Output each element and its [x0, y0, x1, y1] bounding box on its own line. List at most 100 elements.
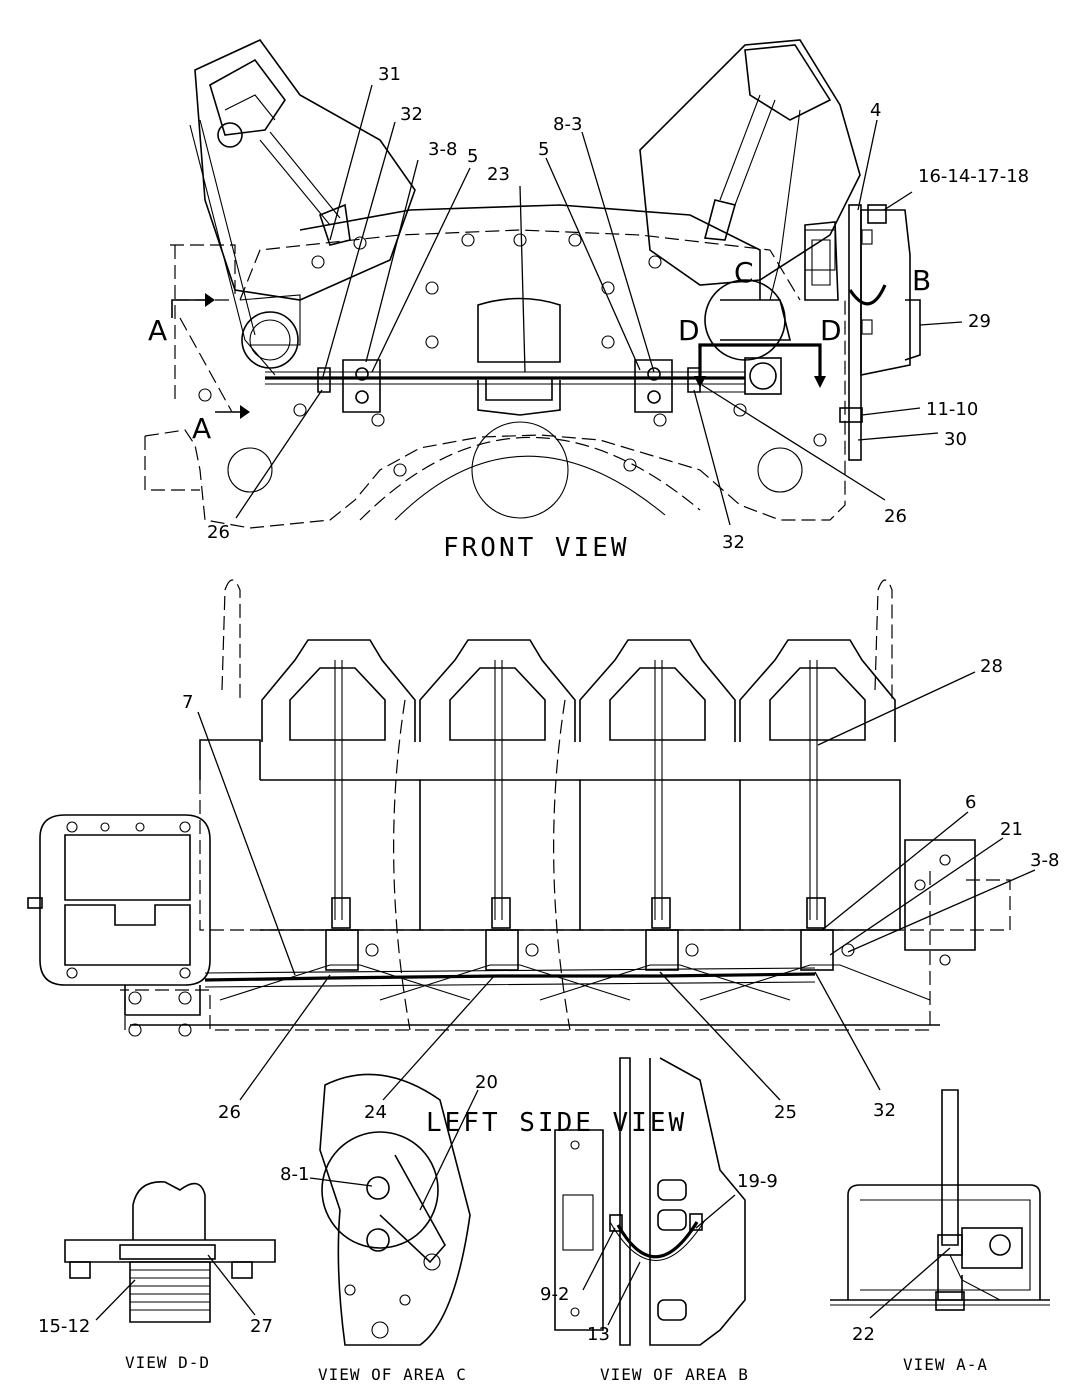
- callout-32-side: 32: [873, 1100, 896, 1121]
- section-a-label-top: A: [148, 314, 167, 347]
- callout-9-2: 9-2: [540, 1284, 569, 1305]
- callout-7: 7: [182, 692, 193, 713]
- side-leaders: [197, 671, 1036, 1101]
- control-box: [860, 209, 911, 376]
- left-cylinder-head: [189, 38, 416, 376]
- nut-stack: [867, 204, 887, 224]
- plug-body: [132, 1181, 206, 1240]
- connector-shroud: [379, 1154, 446, 1264]
- section-a-label-bottom: A: [192, 412, 211, 445]
- crank-hub: [471, 421, 569, 519]
- callout-31: 31: [378, 64, 401, 85]
- callout-19-9: 19-9: [737, 1171, 778, 1192]
- cover-lower: [477, 380, 561, 416]
- view-area-b-title: VIEW OF AREA B: [600, 1365, 749, 1384]
- callout-26-left: 26: [207, 522, 230, 543]
- callout-24: 24: [364, 1102, 387, 1123]
- block-top-edge: [239, 229, 801, 301]
- callout-25: 25: [774, 1102, 797, 1123]
- aa-cover: [847, 1184, 1041, 1300]
- callout-26-side: 26: [218, 1102, 241, 1123]
- callout-22: 22: [852, 1324, 875, 1345]
- bore-circle: [321, 1131, 439, 1249]
- view-area-c-title: VIEW OF AREA C: [318, 1365, 467, 1384]
- ground-strap: [848, 284, 887, 306]
- connector-mount: [704, 279, 786, 361]
- callout-6: 6: [965, 792, 976, 813]
- ecm-module: [27, 814, 211, 1037]
- callout-30: 30: [944, 429, 967, 450]
- callout-32-top: 32: [400, 104, 423, 125]
- front-view-title: FRONT VIEW: [443, 533, 630, 563]
- view-a-a-title: VIEW A-A: [903, 1355, 988, 1374]
- view-d-d: [64, 1181, 276, 1323]
- callout-3-8-front: 3-8: [428, 139, 457, 160]
- callout-5-left: 5: [467, 146, 478, 167]
- housing-plate: [319, 1073, 471, 1346]
- view-d-d-title: VIEW D-D: [125, 1353, 210, 1372]
- block-bolts: [198, 233, 827, 493]
- callout-23: 23: [487, 164, 510, 185]
- harness-rail-edges: [265, 371, 745, 385]
- ecm-bracket: [124, 985, 201, 1016]
- aa-clip: [961, 1227, 1023, 1269]
- left-side-view-title: LEFT SIDE VIEW: [426, 1108, 687, 1138]
- block-outline: [144, 300, 846, 529]
- threaded-body: [129, 1261, 211, 1323]
- block-outline-side: [199, 780, 1011, 931]
- callout-26-right: 26: [884, 506, 907, 527]
- section-a-top-arrow: [171, 299, 205, 318]
- cylinder-head-3: [579, 639, 741, 971]
- section-b-label: B: [912, 264, 931, 297]
- callout-8-1: 8-1: [280, 1164, 309, 1185]
- callout-4: 4: [870, 100, 881, 121]
- callout-27: 27: [250, 1316, 273, 1337]
- block-left-edge: [170, 244, 236, 400]
- callout-8-3: 8-3: [553, 114, 582, 135]
- callout-28: 28: [980, 656, 1003, 677]
- view-area-b: [554, 1057, 746, 1346]
- cylinder-head-1: [260, 639, 421, 971]
- bracket-left: [342, 359, 381, 413]
- crank-arc-inner: [394, 455, 666, 521]
- front-view: [144, 38, 963, 529]
- crank-arc: [359, 436, 701, 521]
- post-right: [874, 579, 893, 700]
- left-side-view: [27, 579, 1036, 1101]
- right-panel: [649, 1057, 746, 1346]
- view-a-a: [830, 1089, 1050, 1319]
- block-base: [120, 870, 931, 1031]
- harness-clip-center: [485, 377, 553, 401]
- pan-ribs: [219, 964, 931, 1001]
- braided-strap: [616, 1221, 699, 1259]
- callout-29: 29: [968, 311, 991, 332]
- cylinder-head-2: [419, 639, 581, 971]
- callout-20: 20: [475, 1072, 498, 1093]
- connector-housing: [720, 299, 792, 341]
- front-cover-plate: [477, 297, 561, 363]
- callout-3-8-side: 3-8: [1030, 850, 1059, 871]
- center-face: [299, 204, 761, 300]
- mount-flange: [64, 1239, 276, 1263]
- receptacle-face: [749, 362, 777, 390]
- callout-15-12: 15-12: [38, 1316, 90, 1337]
- callout-11-10: 11-10: [926, 399, 978, 420]
- end-plate: [904, 839, 976, 951]
- callout-13: 13: [587, 1324, 610, 1345]
- block-left-foot: [144, 436, 200, 491]
- callout-16-14-17-18: 16-14-17-18: [918, 166, 1029, 187]
- post-left: [221, 579, 241, 700]
- left-panel: [554, 1129, 604, 1331]
- cylinder-head-4: [739, 639, 901, 971]
- section-d-label-right: D: [820, 314, 842, 347]
- bracket-right: [634, 359, 673, 413]
- callout-32-bottom: 32: [722, 532, 745, 553]
- section-a-cut-line: [179, 317, 233, 413]
- aa-stud: [941, 1089, 959, 1246]
- section-c-label: C: [734, 256, 754, 289]
- callout-5-right: 5: [538, 139, 549, 160]
- side-plate: [804, 229, 836, 271]
- callout-21: 21: [1000, 819, 1023, 840]
- plate-edge: [619, 1057, 631, 1346]
